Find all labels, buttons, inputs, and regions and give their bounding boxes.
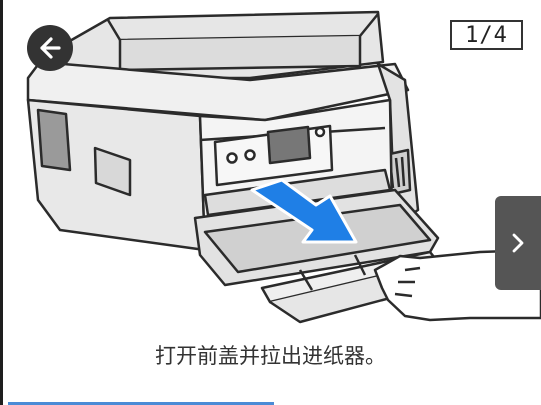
printer-illustration [26,10,541,324]
back-button[interactable] [27,25,73,71]
step-counter: 1/4 [450,20,523,50]
chevron-right-icon [512,233,524,253]
left-border [0,0,3,405]
next-button[interactable] [495,196,541,290]
arrow-left-icon [40,37,61,59]
instruction-caption: 打开前盖并拉出进纸器。 [155,344,386,368]
progress-bar [8,402,274,405]
